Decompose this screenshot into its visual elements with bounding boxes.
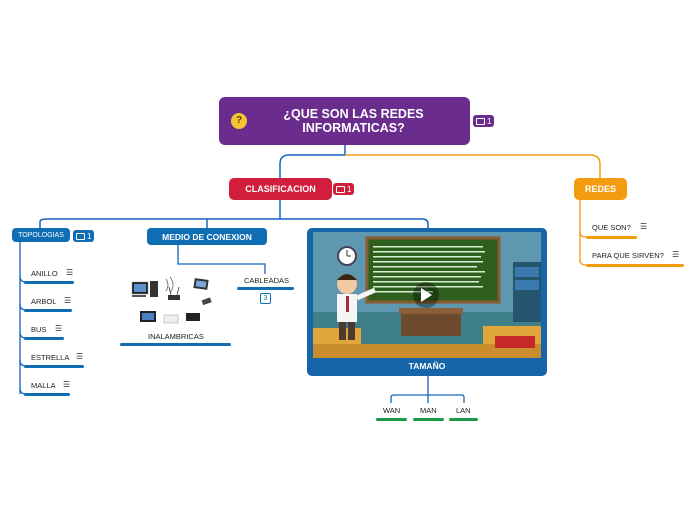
node-topologias-label: TOPOLOGIAS [18, 231, 64, 239]
leaf-estrella[interactable]: ESTRELLA [31, 353, 70, 362]
notes-icon[interactable]: ☰ [64, 296, 72, 305]
play-icon[interactable] [413, 282, 439, 308]
leaf-lan[interactable]: LAN [456, 406, 471, 415]
central-comment-badge[interactable]: 1 [473, 115, 495, 127]
leaf-underline [586, 264, 684, 267]
node-tamano-label: TAMAÑO [408, 361, 446, 371]
leaf-anillo[interactable]: ANILLO [31, 269, 58, 278]
central-topic-title: ¿QUE SON LAS REDES INFORMATICAS? [283, 107, 424, 135]
leaf-arbol[interactable]: ARBOL [31, 297, 57, 306]
node-medio-label: MEDIO DE CONEXION [162, 231, 252, 242]
leaf-underline [24, 337, 64, 340]
leaf-inalambricas[interactable]: INALAMBRICAS [148, 332, 204, 341]
network-devices-illustration [131, 276, 212, 324]
collapsed-children-count[interactable]: 3 [260, 293, 271, 304]
leaf-malla[interactable]: MALLA [31, 381, 56, 390]
leaf-underline [449, 418, 478, 421]
leaf-underline [24, 309, 72, 312]
leaf-bus[interactable]: BUS [31, 325, 47, 334]
leaf-underline [376, 418, 407, 421]
leaf-underline [120, 343, 231, 346]
leaf-underline [24, 281, 74, 284]
comment-icon [476, 117, 485, 125]
central-topic[interactable]: ? ¿QUE SON LAS REDES INFORMATICAS? [219, 97, 470, 145]
notes-icon[interactable]: ☰ [640, 222, 648, 231]
notes-icon[interactable]: ☰ [76, 352, 84, 361]
leaf-underline [413, 418, 444, 421]
node-topologias[interactable]: TOPOLOGIAS [12, 228, 70, 242]
notes-icon[interactable]: ☰ [66, 268, 74, 277]
node-clasificacion-label: CLASIFICACION [245, 184, 316, 194]
notes-icon[interactable]: ☰ [55, 324, 63, 333]
leaf-underline [237, 287, 294, 290]
leaf-cableadas[interactable]: CABLEADAS [244, 276, 290, 285]
comment-icon [336, 185, 345, 193]
thinking-face-icon: ? [231, 113, 247, 129]
node-redes-label: REDES [584, 184, 616, 194]
leaf-underline [586, 236, 637, 239]
leaf-man[interactable]: MAN [420, 406, 437, 415]
clasificacion-comment-badge[interactable]: 1 [333, 183, 355, 195]
leaf-para-que-sirven[interactable]: PARA QUE SIRVEN? [592, 251, 664, 260]
notes-icon[interactable]: ☰ [672, 250, 680, 259]
leaf-wan[interactable]: WAN [383, 406, 401, 415]
leaf-que-son[interactable]: QUE SON? [592, 223, 631, 232]
topologias-comment-badge[interactable]: 1 [73, 230, 95, 242]
classroom-scene [313, 232, 541, 358]
notes-icon[interactable]: ☰ [63, 380, 71, 389]
node-redes[interactable]: REDES [574, 178, 627, 200]
comment-icon [76, 232, 85, 240]
node-medio-de-conexion[interactable]: MEDIO DE CONEXION [147, 228, 267, 245]
video-thumbnail[interactable] [313, 232, 541, 358]
leaf-underline [24, 365, 84, 368]
node-clasificacion[interactable]: CLASIFICACION [229, 178, 332, 200]
leaf-underline [24, 393, 70, 396]
